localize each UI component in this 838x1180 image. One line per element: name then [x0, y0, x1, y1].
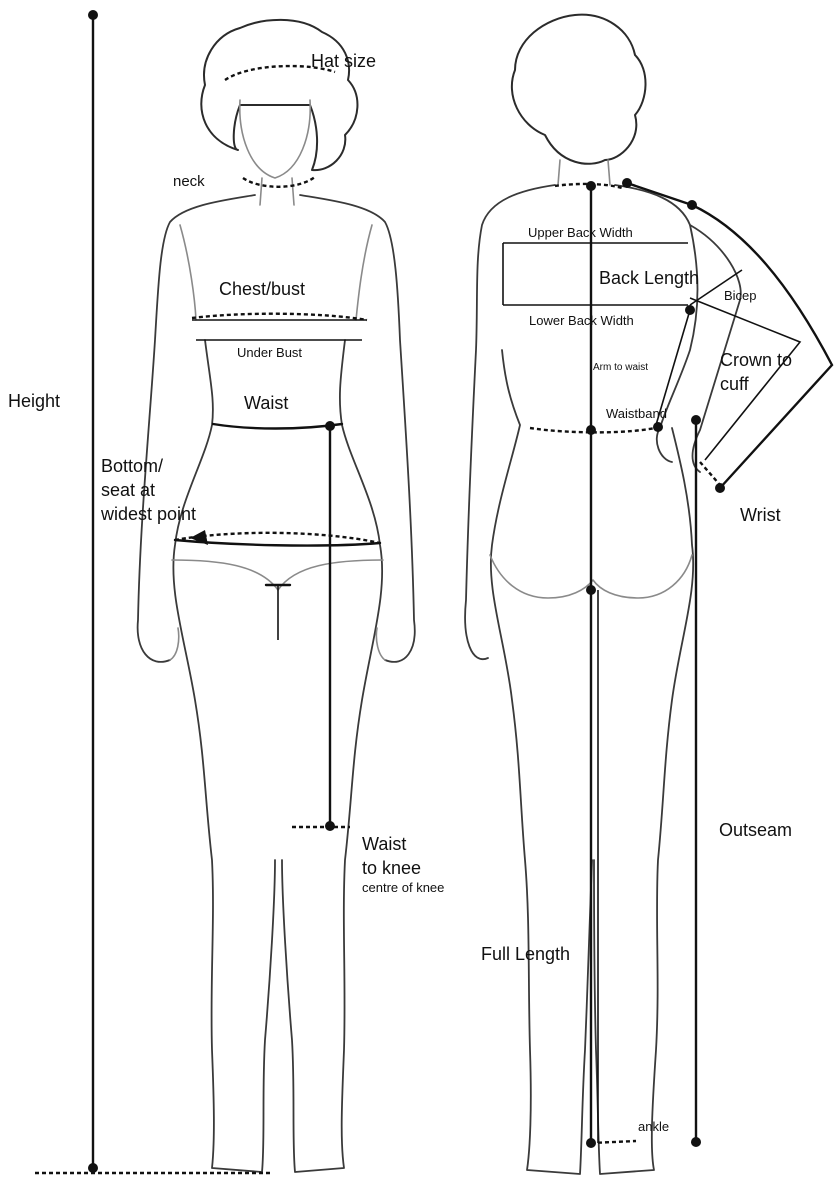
label-crown-to-cuff-1: Crown to: [720, 350, 792, 370]
waist-to-knee-top-dot: [325, 421, 335, 431]
back-arm: [657, 225, 741, 472]
arm-to-waist-dot: [685, 305, 695, 315]
label-bottom-1: Bottom/: [101, 456, 163, 476]
label-hat-size: Hat size: [311, 51, 376, 71]
label-bicep: Bicep: [724, 288, 757, 303]
full-length-waist-dot: [586, 425, 596, 435]
height-top-dot: [88, 10, 98, 20]
labels: Hat size neck Chest/bust Under Bust Wais…: [8, 51, 792, 1134]
measurement-lines: [35, 10, 832, 1173]
full-length-seat-dot: [586, 585, 596, 595]
front-face: [240, 100, 310, 178]
neck-line: [243, 176, 316, 187]
label-bottom-3: widest point: [100, 504, 196, 524]
label-lower-back-width: Lower Back Width: [529, 313, 634, 328]
label-under-bust: Under Bust: [237, 345, 302, 360]
label-centre-of-knee: centre of knee: [362, 880, 444, 895]
label-arm-to-waist: Arm to waist: [593, 362, 648, 373]
full-length-top-dot: [586, 181, 596, 191]
outseam-bottom-dot: [691, 1137, 701, 1147]
label-bottom-2: seat at: [101, 480, 155, 500]
front-neck: [260, 178, 294, 205]
back-hair: [512, 15, 646, 164]
label-back-length: Back Length: [599, 268, 699, 288]
waistband-dot: [653, 422, 663, 432]
shoulder-top-dot: [622, 178, 632, 188]
label-height: Height: [8, 391, 60, 411]
label-waist: Waist: [244, 393, 288, 413]
front-figure: [138, 20, 415, 1172]
label-waistband: Waistband: [606, 406, 667, 421]
front-torso: [138, 195, 415, 1172]
waist-line: [213, 424, 342, 429]
outseam-top-dot: [691, 415, 701, 425]
front-hair: [201, 20, 357, 170]
label-ankle: ankle: [638, 1119, 669, 1134]
label-wrist: Wrist: [740, 505, 781, 525]
label-chest-bust: Chest/bust: [219, 279, 305, 299]
label-outseam: Outseam: [719, 820, 792, 840]
label-crown-to-cuff-2: cuff: [720, 374, 750, 394]
label-full-length: Full Length: [481, 944, 570, 964]
back-figure: [465, 15, 741, 1174]
wrist-line: [700, 462, 720, 485]
label-upper-back-width: Upper Back Width: [528, 225, 633, 240]
back-torso: [465, 185, 697, 1174]
shoulder-line: [627, 183, 692, 205]
label-waist-to-knee-2: to knee: [362, 858, 421, 878]
chest-line: [192, 314, 367, 320]
label-waist-to-knee-1: Waist: [362, 834, 406, 854]
height-bottom-dot: [88, 1163, 98, 1173]
crown-to-cuff-line: [692, 205, 832, 488]
label-neck: neck: [173, 173, 205, 190]
